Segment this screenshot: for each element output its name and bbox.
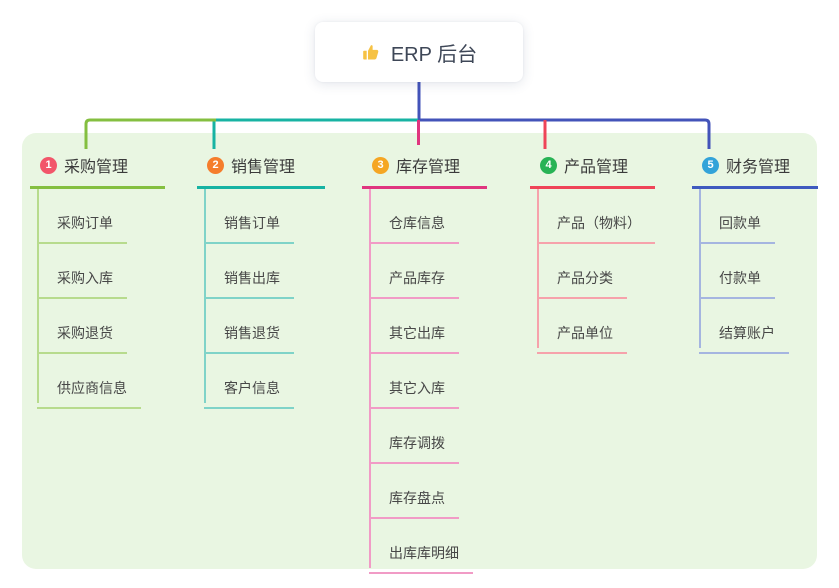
mindmap-item: 采购订单 [30, 189, 165, 244]
branch-items: 仓库信息 产品库存 其它出库 其它入库 库存调拨 库存盘点 出库库明细 [362, 189, 487, 574]
root-node-title: ERP 后台 [390, 43, 478, 66]
mindmap-item: 产品单位 [530, 299, 655, 354]
mindmap-item-label[interactable]: 结算账户 [699, 323, 789, 354]
mindmap-item: 其它出库 [362, 299, 487, 354]
branches-panel: 1 采购管理 采购订单 采购入库 采购退货 供应商信息 2 销售管理 销售订单 … [22, 133, 818, 574]
branch-node-3[interactable]: 3 库存管理 [362, 145, 487, 189]
mindmap-item-label[interactable]: 采购订单 [37, 213, 127, 244]
branch-node-2[interactable]: 2 销售管理 [197, 145, 325, 189]
branch-number-badge: 4 [540, 156, 557, 174]
branch-items: 产品（物料） 产品分类 产品单位 [530, 189, 655, 354]
mindmap-item: 结算账户 [692, 299, 818, 354]
branch-column-3: 3 库存管理 仓库信息 产品库存 其它出库 其它入库 库存调拨 库存盘点 出库库… [362, 145, 487, 574]
mindmap-item-label[interactable]: 出库库明细 [369, 543, 473, 574]
mindmap-item: 仓库信息 [362, 189, 487, 244]
branch-label: 产品管理 [564, 159, 629, 176]
mindmap-item-label[interactable]: 产品分类 [537, 268, 627, 299]
mindmap-item-label[interactable]: 产品库存 [369, 268, 459, 299]
mindmap-item: 采购入库 [30, 244, 165, 299]
mindmap-item: 产品库存 [362, 244, 487, 299]
mindmap-item-label[interactable]: 产品（物料） [537, 213, 655, 244]
mindmap-item: 产品（物料） [530, 189, 655, 244]
mindmap-item-label[interactable]: 销售订单 [204, 213, 294, 244]
mindmap-item: 供应商信息 [30, 354, 165, 409]
mindmap-item: 销售退货 [197, 299, 325, 354]
mindmap-item-label[interactable]: 产品单位 [537, 323, 627, 354]
mindmap-item-label[interactable]: 客户信息 [204, 378, 294, 409]
branch-column-1: 1 采购管理 采购订单 采购入库 采购退货 供应商信息 [30, 145, 165, 409]
branch-spine-line [369, 189, 371, 568]
mindmap-item: 销售出库 [197, 244, 325, 299]
mindmap-item: 采购退货 [30, 299, 165, 354]
mindmap-item: 库存调拨 [362, 409, 487, 464]
branch-spine-line [699, 189, 701, 348]
mindmap-item-label[interactable]: 仓库信息 [369, 213, 459, 244]
root-node-erp[interactable]: ERP 后台 [315, 22, 523, 82]
branch-node-4[interactable]: 4 产品管理 [530, 145, 655, 189]
mindmap-item: 库存盘点 [362, 464, 487, 519]
branch-items: 回款单 付款单 结算账户 [692, 189, 818, 354]
branch-node-5[interactable]: 5 财务管理 [692, 145, 818, 189]
mindmap-item: 销售订单 [197, 189, 325, 244]
branch-label: 财务管理 [726, 159, 791, 176]
mindmap-item-label[interactable]: 其它出库 [369, 323, 459, 354]
mindmap-item-label[interactable]: 库存盘点 [369, 488, 459, 519]
mindmap-item-label[interactable]: 采购退货 [37, 323, 127, 354]
mindmap-item: 出库库明细 [362, 519, 487, 574]
branch-spine-line [537, 189, 539, 348]
mindmap-item: 回款单 [692, 189, 818, 244]
branch-column-5: 5 财务管理 回款单 付款单 结算账户 [692, 145, 818, 354]
mindmap-item-label[interactable]: 采购入库 [37, 268, 127, 299]
mindmap-item-label[interactable]: 供应商信息 [37, 378, 141, 409]
branch-spine-line [204, 189, 206, 403]
mindmap-item-label[interactable]: 付款单 [699, 268, 775, 299]
branch-items: 销售订单 销售出库 销售退货 客户信息 [197, 189, 325, 409]
branch-label: 销售管理 [231, 159, 296, 176]
branch-node-1[interactable]: 1 采购管理 [30, 145, 165, 189]
mindmap-item: 其它入库 [362, 354, 487, 409]
mindmap-item-label[interactable]: 销售退货 [204, 323, 294, 354]
mindmap-item-label[interactable]: 库存调拨 [369, 433, 459, 464]
branch-spine-line [37, 189, 39, 403]
mindmap-item-label[interactable]: 其它入库 [369, 378, 459, 409]
mindmap-item: 客户信息 [197, 354, 325, 409]
thumbs-up-icon [361, 42, 382, 63]
branch-column-2: 2 销售管理 销售订单 销售出库 销售退货 客户信息 [197, 145, 325, 409]
branch-number-badge: 3 [372, 156, 389, 174]
branch-items: 采购订单 采购入库 采购退货 供应商信息 [30, 189, 165, 409]
branch-number-badge: 5 [702, 156, 719, 174]
mindmap-item-label[interactable]: 回款单 [699, 213, 775, 244]
branch-number-badge: 1 [40, 156, 57, 174]
branch-label: 库存管理 [396, 159, 461, 176]
mindmap-item: 付款单 [692, 244, 818, 299]
branch-column-4: 4 产品管理 产品（物料） 产品分类 产品单位 [530, 145, 655, 354]
mindmap-item: 产品分类 [530, 244, 655, 299]
branch-label: 采购管理 [64, 159, 129, 176]
mindmap-item-label[interactable]: 销售出库 [204, 268, 294, 299]
branch-number-badge: 2 [207, 156, 224, 174]
